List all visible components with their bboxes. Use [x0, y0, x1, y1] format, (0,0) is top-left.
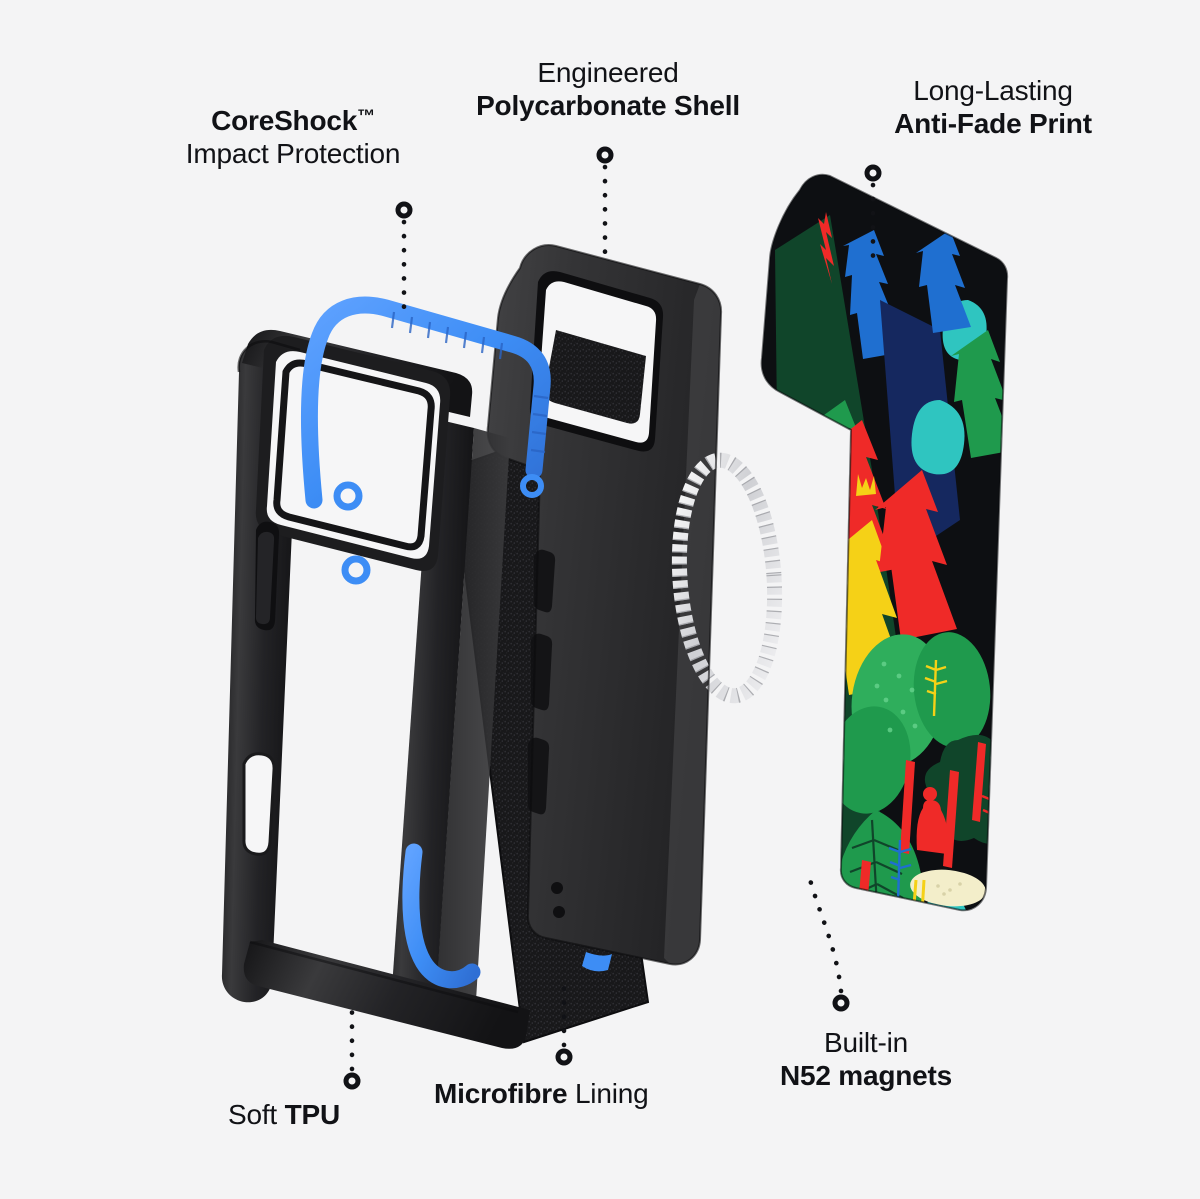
callout-microfibre-line1: Microfibre Lining: [434, 1077, 649, 1110]
callout-antifade: Long-Lasting Anti-Fade Print: [862, 74, 1124, 140]
leader-microfibre: [555, 981, 573, 1066]
bumper-blue-port-right: [520, 474, 544, 498]
callout-coreshock-line2: Impact Protection: [185, 138, 401, 170]
leader-lines: [343, 146, 882, 1090]
trademark-symbol: ™: [357, 106, 375, 126]
callout-coreshock: CoreShock™ Impact Protection: [150, 104, 436, 170]
leader-antifade: [864, 164, 882, 271]
bumper-side-buttons: [242, 521, 280, 856]
bumper-camera-ring: [255, 335, 451, 571]
callout-tpu-light: Soft: [228, 1099, 285, 1130]
callout-polycarbonate-line2: Polycarbonate Shell: [476, 90, 740, 122]
leader-tpu: [343, 997, 361, 1090]
tpu-bumper: [221, 296, 551, 1049]
leader-polycarbonate: [596, 146, 614, 265]
callout-polycarbonate-line1: Engineered: [537, 57, 679, 88]
polycarbonate-shell: [450, 244, 783, 1044]
callout-n52-line1: Built-in: [824, 1027, 908, 1058]
coreshock-blue-strip: [300, 296, 551, 509]
callout-tpu-line1: Soft TPU: [228, 1098, 340, 1131]
callout-polycarbonate: Engineered Polycarbonate Shell: [430, 56, 786, 122]
callout-microfibre-bold: Microfibre: [434, 1078, 568, 1109]
callout-tpu-bold: TPU: [284, 1099, 341, 1130]
callout-n52-line2: N52 magnets: [779, 1060, 953, 1092]
printed-forest-case: [760, 173, 1009, 912]
bumper-blue-port-upper: [333, 481, 363, 511]
leader-n52: [805, 869, 850, 1012]
callout-coreshock-line1: CoreShock™: [211, 105, 375, 136]
callout-antifade-line1: Long-Lasting: [913, 75, 1073, 106]
camera-cutout: [529, 271, 664, 452]
callout-tpu: Soft TPU: [228, 1098, 340, 1131]
callout-microfibre: Microfibre Lining: [434, 1077, 649, 1110]
callout-n52: Built-in N52 magnets: [752, 1026, 980, 1092]
bumper-blue-port-lower: [341, 555, 371, 585]
callout-antifade-line2: Anti-Fade Print: [894, 108, 1092, 140]
callout-microfibre-light: Lining: [567, 1078, 649, 1109]
magsafe-magnet-ring: [671, 452, 783, 704]
leader-coreshock: [395, 201, 413, 315]
